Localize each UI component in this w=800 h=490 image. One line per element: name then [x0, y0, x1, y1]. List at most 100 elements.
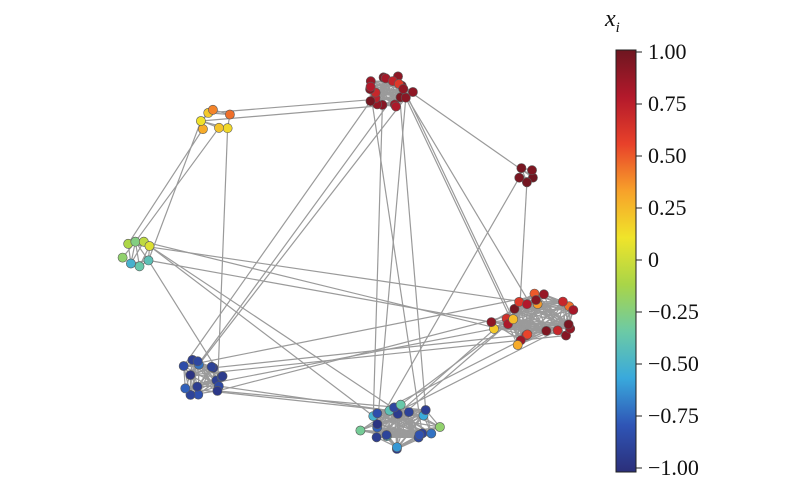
- colorbar-title: xi: [604, 6, 620, 36]
- graph-node: [568, 305, 579, 315]
- graph-node: [197, 124, 208, 135]
- graph-edge: [147, 120, 202, 261]
- graph-node: [180, 383, 191, 394]
- graph-node: [509, 303, 520, 314]
- graph-edge: [372, 104, 383, 417]
- graph-node: [395, 399, 406, 410]
- graph-node: [130, 236, 141, 247]
- graph-node: [420, 405, 431, 415]
- graph-edge: [148, 259, 492, 323]
- graph-node: [552, 325, 563, 336]
- graph-node: [365, 81, 376, 92]
- graph-edge: [398, 83, 534, 179]
- graph-edge: [200, 103, 395, 122]
- graph-node: [392, 442, 402, 453]
- graph-edge: [376, 318, 514, 438]
- graph-node: [192, 381, 203, 392]
- graph-node: [398, 84, 409, 94]
- graph-edge: [190, 334, 567, 376]
- colorbar-tick-label: 0.25: [648, 195, 687, 220]
- graph-node: [206, 361, 217, 372]
- graph-node: [222, 123, 233, 134]
- graph-edge: [143, 241, 374, 417]
- colorbar-ticks: 1.00 0.75 0.50 0.25 0 −0.25 −0.50 −0.75 −1.00: [636, 39, 699, 480]
- colorbar-tick-label: 0.75: [648, 91, 687, 116]
- graph-edge: [526, 303, 569, 325]
- graph-edge: [185, 328, 495, 389]
- graph-edge: [183, 293, 545, 367]
- colorbar-gradient: [616, 50, 636, 472]
- graph-edge: [517, 182, 528, 346]
- graph-node: [522, 177, 532, 188]
- colorbar-frame: [615, 49, 637, 473]
- graph-node: [372, 408, 383, 419]
- graph-node: [178, 361, 189, 371]
- graph-node: [381, 430, 392, 440]
- graph-node: [391, 101, 401, 112]
- graph-node: [563, 319, 574, 330]
- graph-node: [224, 109, 235, 120]
- graph-edge: [405, 97, 522, 341]
- graph-node: [426, 428, 437, 439]
- graph-node: [371, 432, 382, 443]
- graph-node: [365, 96, 376, 106]
- graph-node: [403, 407, 414, 417]
- graph-node: [125, 258, 136, 269]
- graph-edge: [213, 333, 528, 369]
- graph-node: [558, 296, 568, 307]
- graph-node: [414, 429, 425, 440]
- graph-edge: [397, 76, 514, 320]
- graph-node: [185, 389, 196, 400]
- graph-edge: [128, 243, 538, 305]
- graph-node: [527, 165, 537, 176]
- graph-node: [195, 116, 206, 126]
- graph-node: [212, 385, 223, 396]
- colorbar-tick-label: −0.50: [648, 351, 699, 376]
- graph-edge: [360, 329, 558, 432]
- graph-node: [512, 340, 523, 350]
- graph-node: [207, 104, 218, 115]
- graph-edge: [183, 100, 371, 367]
- graph-edge: [216, 128, 229, 391]
- graph-node: [143, 255, 154, 266]
- graph-node: [434, 422, 445, 432]
- colorbar-tick-label: 0.50: [648, 143, 687, 168]
- graph-edge: [398, 83, 547, 332]
- colorbar-tick-label: 0: [648, 247, 659, 272]
- graph-edge: [514, 308, 574, 311]
- graph-node: [516, 163, 527, 173]
- graph-node: [217, 371, 228, 382]
- colorbar-tick-label: 1.00: [648, 39, 687, 64]
- graph-edge: [376, 97, 407, 428]
- graph-node: [508, 314, 519, 325]
- graph-node: [134, 261, 145, 272]
- graph-nodes: [117, 71, 579, 454]
- colorbar-tick-label: −0.25: [648, 299, 699, 324]
- graph-node: [486, 317, 497, 327]
- graph-edge: [189, 85, 403, 376]
- graph-node: [539, 289, 549, 300]
- graph-node: [541, 325, 552, 336]
- graph-node: [144, 241, 155, 251]
- graph-node: [214, 122, 224, 133]
- graph-edge: [147, 260, 223, 378]
- graph-edge: [369, 89, 423, 434]
- graph-node: [192, 356, 203, 367]
- graph-edge: [400, 323, 509, 406]
- graph-node: [514, 172, 525, 183]
- graph-node: [355, 425, 366, 436]
- graph-node: [185, 370, 196, 380]
- graph-edge: [397, 76, 427, 411]
- graph-edge: [198, 97, 407, 365]
- graph-edge: [143, 241, 527, 336]
- graph-node: [372, 419, 383, 429]
- graph-node: [522, 299, 532, 310]
- colorbar-tick-label: −0.75: [648, 403, 699, 428]
- colorbar: xi 1.00 0.75 0.50 0.25 0 −0.25 −0.50 −0.75 −1.00: [604, 6, 699, 480]
- colorbar-tick-label: −1.00: [648, 455, 699, 480]
- graph-edge: [149, 245, 432, 434]
- graph-node: [407, 87, 418, 97]
- graph-node: [531, 295, 541, 305]
- graph-node: [117, 252, 128, 263]
